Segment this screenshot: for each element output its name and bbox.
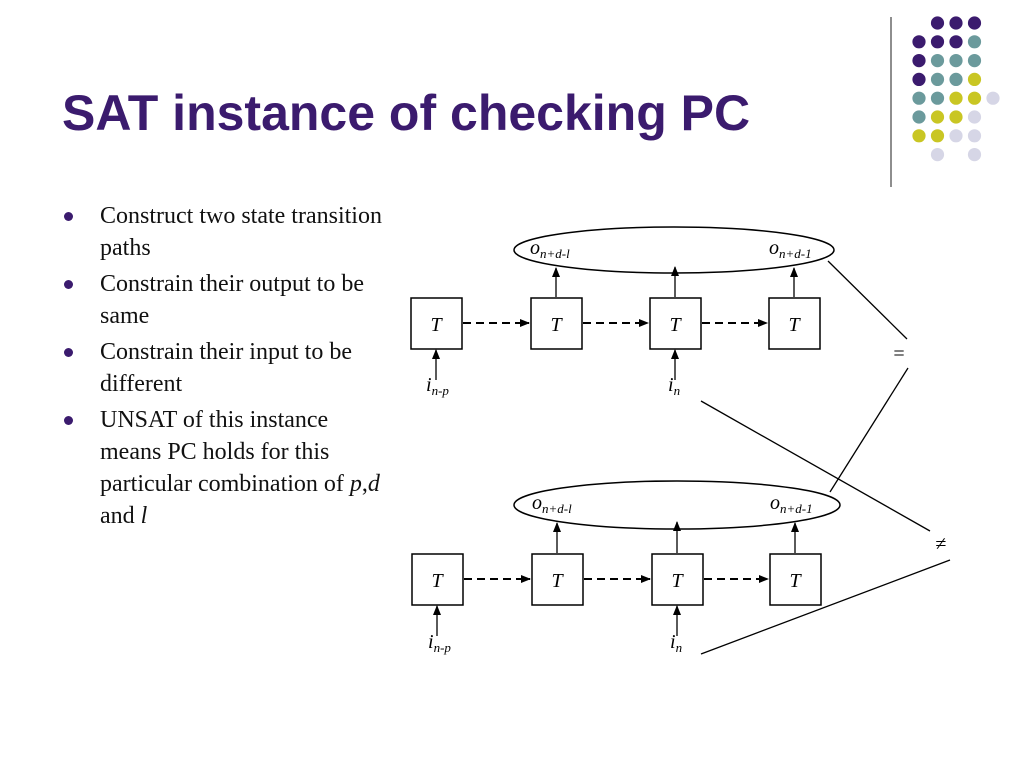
- transition-box: [769, 553, 822, 606]
- decorative-dot: [930, 54, 945, 68]
- input-label-right: in: [668, 374, 680, 398]
- decorative-dot: [930, 129, 945, 143]
- box-label: T: [789, 570, 802, 592]
- box-label: T: [669, 314, 682, 336]
- path-1: on+d-l on+d-1 T T T T in-p in: [410, 226, 835, 398]
- decorative-dot: [967, 129, 982, 143]
- bullet-item: Construct two state transition paths: [60, 200, 390, 264]
- decorative-dot: [930, 16, 945, 30]
- decorative-dot: [967, 35, 982, 49]
- inequality-constraint: ≠: [700, 400, 951, 655]
- slide-title: SAT instance of checking PC: [62, 85, 751, 141]
- not-equal-symbol: ≠: [936, 533, 947, 555]
- bullet-text: Constrain their input to be different: [100, 339, 352, 397]
- constraint-line: [829, 367, 909, 493]
- box-label: T: [550, 314, 563, 336]
- decorative-dot: [967, 16, 982, 30]
- decorative-dot: [949, 54, 963, 68]
- decorative-dot: [967, 148, 982, 162]
- comma: ,: [361, 471, 368, 497]
- box-label: T: [431, 570, 444, 592]
- decorative-dot: [949, 72, 963, 86]
- bullet-text: Constrain their output to be same: [100, 271, 364, 329]
- transition-box: [649, 297, 702, 350]
- box-label: T: [788, 314, 801, 336]
- bullet-item: Constrain their output to be same: [60, 268, 390, 332]
- decorative-dot: [930, 148, 945, 162]
- constraint-line: [700, 400, 931, 532]
- transition-box: [530, 297, 583, 350]
- constraint-line: [827, 260, 908, 340]
- decorative-dot: [912, 35, 926, 49]
- var-l: l: [140, 503, 148, 529]
- input-label-left: in-p: [426, 374, 449, 398]
- transition-box: [411, 553, 464, 606]
- decorative-dot: [930, 91, 945, 105]
- equal-symbol: =: [893, 343, 904, 365]
- output-label-left: on+d-l: [530, 237, 570, 261]
- output-label-left: on+d-l: [532, 492, 572, 516]
- decorative-dot: [949, 110, 963, 124]
- decorative-dot: [912, 72, 926, 86]
- output-label-right: on+d-1: [769, 237, 812, 261]
- bullet-list: Construct two state transition paths Con…: [60, 200, 390, 536]
- decorative-dot: [930, 72, 945, 86]
- box-label: T: [671, 570, 684, 592]
- decorative-dot: [912, 54, 926, 68]
- var-p: p: [349, 471, 362, 497]
- bullet-item: Constrain their input to be different: [60, 336, 390, 400]
- decorative-dot: [967, 54, 982, 68]
- input-label-right: in: [670, 631, 682, 655]
- transition-box: [531, 553, 584, 606]
- decorative-dot: [949, 129, 963, 143]
- equality-constraint: =: [827, 260, 909, 493]
- decorative-dot: [912, 129, 926, 143]
- bullet-text: Construct two state transition paths: [100, 203, 382, 261]
- var-d: d: [367, 471, 380, 497]
- bullet-text: UNSAT of this instance means PC holds fo…: [100, 407, 350, 497]
- decorative-dot: [967, 110, 982, 124]
- box-label: T: [551, 570, 564, 592]
- decorative-dot: [912, 110, 926, 124]
- transition-box: [768, 297, 821, 350]
- output-label-right: on+d-1: [770, 492, 813, 516]
- decorative-dot-grid: [890, 16, 1000, 187]
- input-label-left: in-p: [428, 631, 451, 655]
- decorative-dot: [986, 91, 1000, 105]
- decorative-dot: [912, 91, 926, 105]
- constraint-line: [700, 559, 951, 655]
- bullet-item: UNSAT of this instance means PC holds fo…: [60, 404, 390, 532]
- path-2: on+d-l on+d-1 T T T T in-p in: [411, 480, 841, 655]
- decorative-dot: [930, 35, 945, 49]
- dot-grid: [912, 16, 1000, 162]
- and-text: and: [100, 503, 141, 529]
- decorative-dot: [949, 35, 963, 49]
- decorative-dot: [967, 91, 982, 105]
- decorative-dot: [930, 110, 945, 124]
- decorative-dot: [949, 16, 963, 30]
- box-label: T: [430, 314, 443, 336]
- decorative-dot: [967, 72, 982, 86]
- decorative-dot: [949, 91, 963, 105]
